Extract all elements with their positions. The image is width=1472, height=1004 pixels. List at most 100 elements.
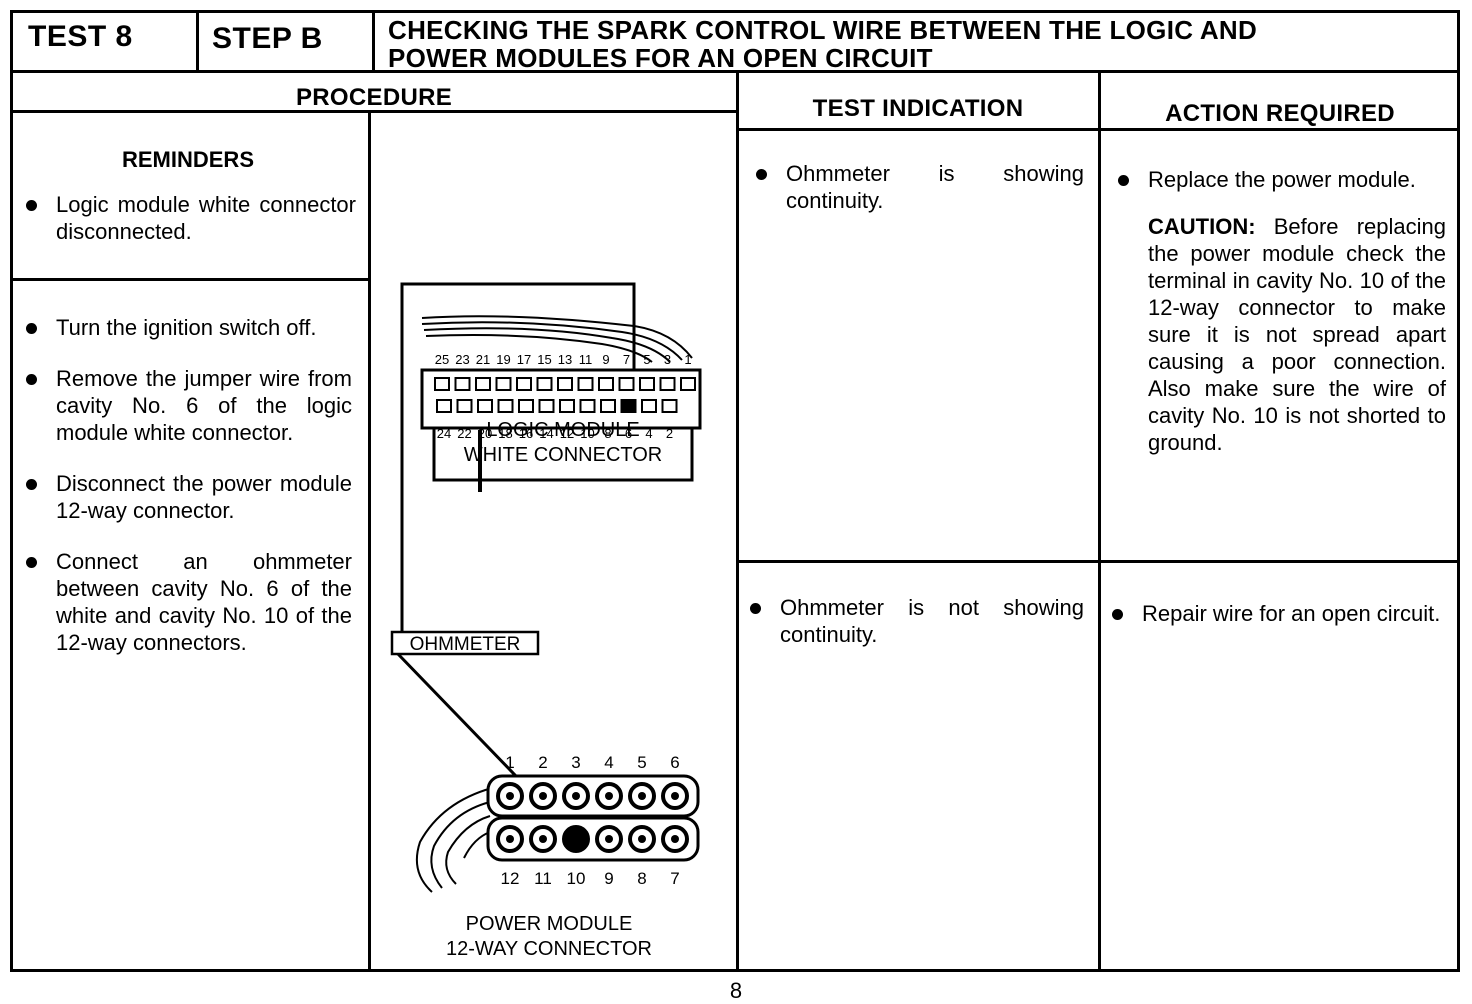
power-cavity-terminal [572,792,580,800]
logic-pin-label: 8 [604,426,611,441]
logic-wire-bundle [421,315,693,363]
title-line-2: POWER MODULES FOR AN OPEN CIRCUIT [388,43,933,73]
caution-text: Before replacing the power module check … [1148,214,1446,455]
power-pin-label: 3 [571,753,580,772]
logic-pin-label: 21 [476,352,490,367]
list-item: Replace the power module. [1112,166,1446,193]
action-required-2: Repair wire for an open circuit. [1106,600,1446,651]
power-cavities [496,782,689,853]
logic-pin-label: 14 [539,426,553,441]
logic-pin-label: 7 [623,352,630,367]
logic-cavity [538,399,555,413]
list-item: Repair wire for an open circuit. [1106,600,1446,627]
power-pin-label: 5 [637,753,646,772]
test-indication-2: Ohmmeter is not showing continuity. [744,594,1084,672]
power-cavity-terminal [638,835,646,843]
power-cavity-terminal [605,792,613,800]
power-pin-label: 8 [637,869,646,888]
logic-cavities [434,377,696,413]
logic-cavity [639,377,655,391]
logic-cavity [536,377,553,391]
power-cavity-terminal [539,792,547,800]
logic-cavity [579,399,596,413]
power-caption-line-1: POWER MODULE [465,913,633,935]
test-indication-1: Ohmmeter is showing continuity. [750,160,1084,238]
column-header-procedure: PROCEDURE [295,84,453,111]
list-item: Disconnect the power module 12-way conne… [20,470,352,524]
column-header-test-indication: TEST INDICATION [812,95,1024,122]
power-connector-caption: POWER MODULE 12-WAY CONNECTOR [372,912,726,962]
reminders-section: REMINDERS Logic module white connector d… [20,146,356,269]
logic-cavity [456,399,473,413]
list-item: Ohmmeter is showing continuity. [750,160,1084,214]
power-pin-label: 4 [604,753,613,772]
logic-pin-label: 25 [435,352,449,367]
action-required-1: Replace the power module. CAUTION: Befor… [1112,166,1446,456]
power-pin-label: 9 [604,869,613,888]
logic-cavity [620,399,637,413]
logic-cavity [497,399,514,413]
logic-cavity [477,399,493,413]
power-cavity-terminal [671,835,679,843]
logic-pin-label: 15 [537,352,551,367]
logic-cavity [600,399,616,413]
logic-cavity [659,377,676,391]
caution-note: CAUTION: Before replacing the power modu… [1112,213,1446,456]
list-item: Ohmmeter is not showing continuity. [744,594,1084,648]
power-pin-label: 11 [534,869,552,888]
logic-pin-label: 6 [625,426,632,441]
power-cavity-terminal [506,792,514,800]
power-pin-label: 10 [567,869,586,888]
logic-cavity [680,377,696,391]
logic-pin-label: 23 [455,352,469,367]
power-pin-label: 2 [538,753,547,772]
list-item: Logic module white connector disconnecte… [20,191,356,245]
logic-cavity [495,377,512,391]
logic-connector-lower [432,426,694,482]
page-number: 8 [729,978,743,1003]
logic-cavity [577,377,594,391]
reminders-divider [10,278,370,281]
column-header-action-required: ACTION REQUIRED [1165,100,1395,127]
header-sep-2 [372,10,375,72]
logic-pin-label: 20 [478,426,492,441]
logic-pin-label: 2 [666,426,673,441]
logic-pin-label: 3 [664,352,671,367]
power-cavity-terminal [605,835,613,843]
ohmmeter-lead-logic [400,282,636,632]
logic-pin-label: 12 [560,426,574,441]
ohmmeter-label: OHMMETER [410,634,521,655]
power-cavity-terminal [506,835,514,843]
logic-cavity [454,377,471,391]
logic-cavity [598,377,614,391]
logic-cavity [518,399,534,413]
reminders-title: REMINDERS [121,147,254,172]
logic-caption-line-2: WHITE CONNECTOR [463,444,663,466]
power-cavity-terminal [671,792,679,800]
logic-cavity [557,377,573,391]
column-sep-procedure [736,70,739,972]
column-sep-action [1098,70,1101,972]
list-item: Connect an ohmmeter between cavity No. 6… [20,548,352,656]
list-item: Remove the jumper wire from cavity No. 6… [20,365,352,446]
logic-cavity [618,377,635,391]
power-cavity [562,825,590,853]
logic-cavity [516,377,532,391]
power-pin-label: 12 [501,869,520,888]
power-cavity-terminal [638,792,646,800]
list-item: Turn the ignition switch off. [20,314,352,341]
logic-pin-label: 16 [519,426,533,441]
ohmmeter-box [390,630,540,656]
result-row-divider [736,560,1460,563]
title-line-1: CHECKING THE SPARK CONTROL WIRE BETWEEN … [388,15,1258,45]
header-divider [10,70,1460,73]
logic-pin-label: 1 [684,352,691,367]
power-wire-bundle [416,787,493,893]
logic-pin-label: 11 [579,352,593,367]
logic-pin-label: 4 [645,426,652,441]
logic-pin-label: 9 [602,352,609,367]
